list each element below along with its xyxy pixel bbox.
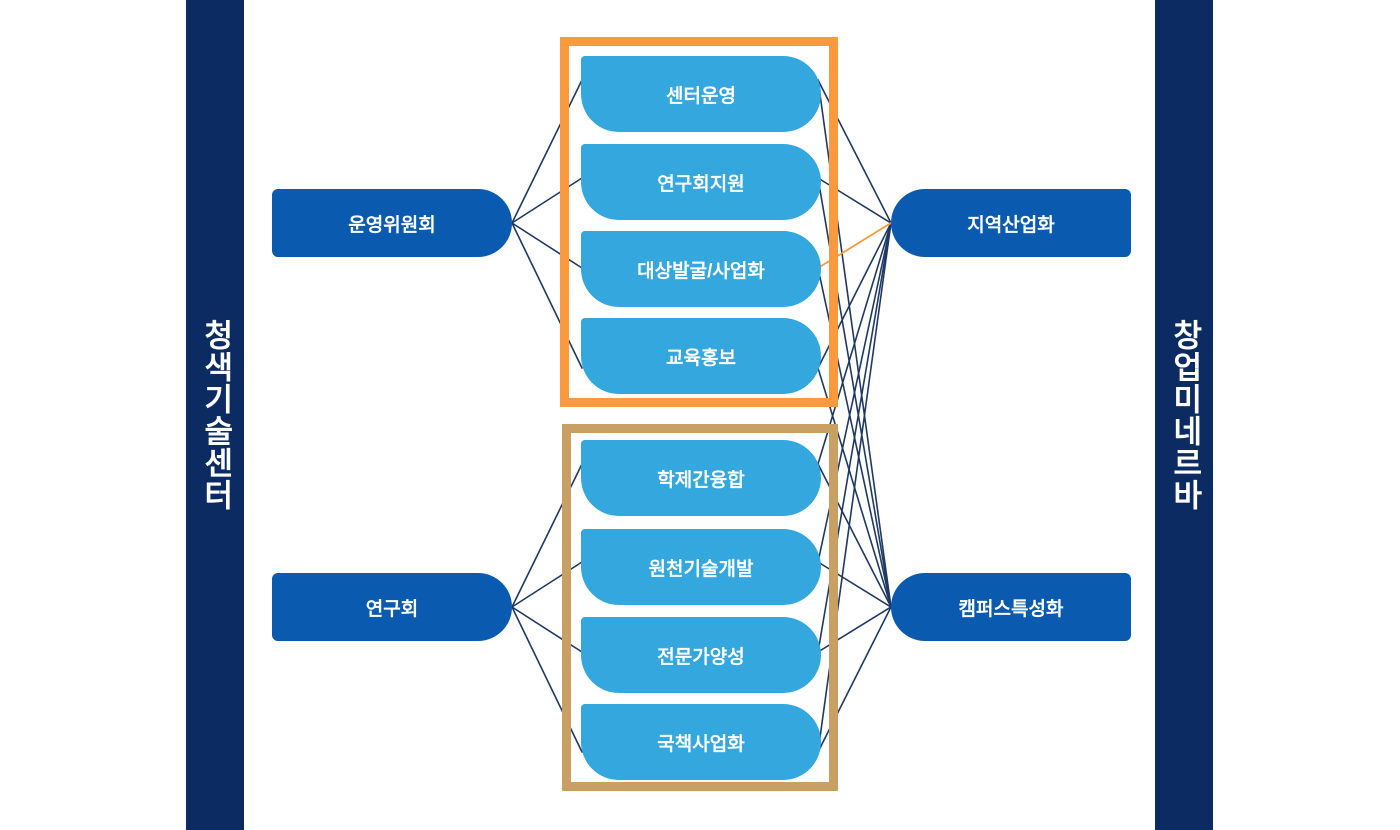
subnode-center-operation-label: 센터운영 — [666, 85, 736, 107]
subnode-interdisciplinary-convergence[interactable]: 학제간융합 — [581, 440, 821, 516]
node-campus-specialization-label: 캠퍼스특성화 — [958, 598, 1064, 620]
banner-right-label: 창업미네르바 — [1167, 319, 1203, 511]
subnode-center-operation[interactable]: 센터운영 — [581, 56, 821, 132]
node-research-society[interactable]: 연구회 — [272, 573, 512, 641]
banner-left-label: 청색기술센터 — [198, 319, 234, 511]
subnode-education-promotion-label: 교육홍보 — [666, 347, 736, 369]
subnode-target-discovery-commercialization-label: 대상발굴/사업화 — [637, 260, 765, 282]
subnode-national-project-commercialization-label: 국책사업화 — [657, 733, 745, 755]
subnode-expert-training[interactable]: 전문가양성 — [581, 617, 821, 693]
group-frame-top — [560, 37, 838, 407]
subnode-core-technology-development[interactable]: 원천기술개발 — [581, 529, 821, 605]
subnode-target-discovery-commercialization[interactable]: 대상발굴/사업화 — [581, 231, 821, 307]
node-research-society-label: 연구회 — [365, 598, 419, 620]
node-campus-specialization[interactable]: 캠퍼스특성화 — [891, 573, 1131, 641]
node-regional-industrialization-label: 지역산업화 — [967, 214, 1055, 236]
subnode-core-technology-development-label: 원천기술개발 — [648, 558, 754, 580]
node-regional-industrialization[interactable]: 지역산업화 — [891, 189, 1131, 257]
node-operating-committee-label: 운영위원회 — [348, 214, 436, 236]
subnode-research-society-support-label: 연구회지원 — [657, 173, 745, 195]
subnode-education-promotion[interactable]: 교육홍보 — [581, 318, 821, 394]
subnode-national-project-commercialization[interactable]: 국책사업화 — [581, 704, 821, 780]
subnode-expert-training-label: 전문가양성 — [657, 646, 745, 668]
subnode-interdisciplinary-convergence-label: 학제간융합 — [657, 469, 745, 491]
group-frame-bottom — [562, 424, 838, 791]
node-operating-committee[interactable]: 운영위원회 — [272, 189, 512, 257]
banner-right: 창업미네르바 — [1155, 0, 1213, 830]
banner-left: 청색기술센터 — [186, 0, 244, 830]
subnode-research-society-support[interactable]: 연구회지원 — [581, 144, 821, 220]
